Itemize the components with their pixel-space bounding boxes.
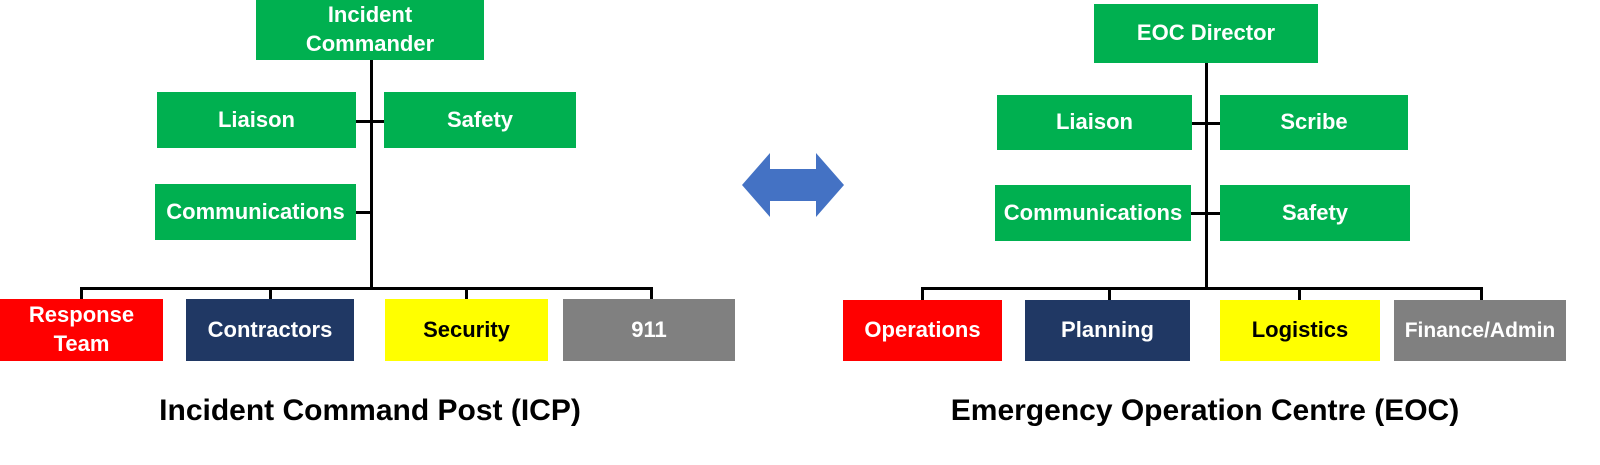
icp-communications-connector	[356, 211, 371, 214]
icp-liaison-box: Liaison	[157, 92, 356, 148]
icp-drop-line	[465, 287, 468, 299]
eoc-safety-box: Safety	[1220, 185, 1410, 241]
security-box: Security	[385, 299, 548, 361]
icp-bottom-bus-line	[80, 287, 653, 290]
icp-communications-box: Communications	[155, 184, 356, 240]
planning-box: Planning	[1025, 300, 1190, 361]
eoc-communications-box: Communications	[995, 185, 1191, 241]
response-team-box: Response Team	[0, 299, 163, 361]
eoc-drop-line	[1480, 287, 1483, 300]
eoc-bottom-bus-line	[921, 287, 1483, 290]
icp-safety-box: Safety	[384, 92, 576, 148]
icp-drop-line	[269, 287, 272, 299]
icp-caption: Incident Command Post (ICP)	[159, 394, 581, 427]
contractors-box: Contractors	[186, 299, 354, 361]
icp-drop-line	[650, 287, 653, 299]
eoc-liaison-box: Liaison	[997, 95, 1192, 150]
eoc-caption: Emergency Operation Centre (EOC)	[950, 394, 1460, 427]
double-arrow-icon	[742, 153, 844, 217]
eoc-liaison-scribe-connector	[1192, 122, 1220, 125]
emergency-911-box: 911	[563, 299, 735, 361]
eoc-director-box: EOC Director	[1094, 4, 1318, 63]
eoc-drop-line	[921, 287, 924, 300]
finance-admin-box: Finance/Admin	[1394, 300, 1566, 361]
eoc-communications-safety-connector	[1190, 212, 1220, 215]
eoc-scribe-box: Scribe	[1220, 95, 1408, 150]
icp-trunk-line	[370, 60, 373, 288]
eoc-trunk-line	[1205, 63, 1208, 289]
icp-drop-line	[80, 287, 83, 299]
eoc-drop-line	[1108, 287, 1111, 300]
logistics-box: Logistics	[1220, 300, 1380, 361]
operations-box: Operations	[843, 300, 1002, 361]
incident-commander-box: Incident Commander	[256, 0, 484, 60]
icp-liaison-safety-connector	[356, 120, 384, 123]
eoc-drop-line	[1298, 287, 1301, 300]
